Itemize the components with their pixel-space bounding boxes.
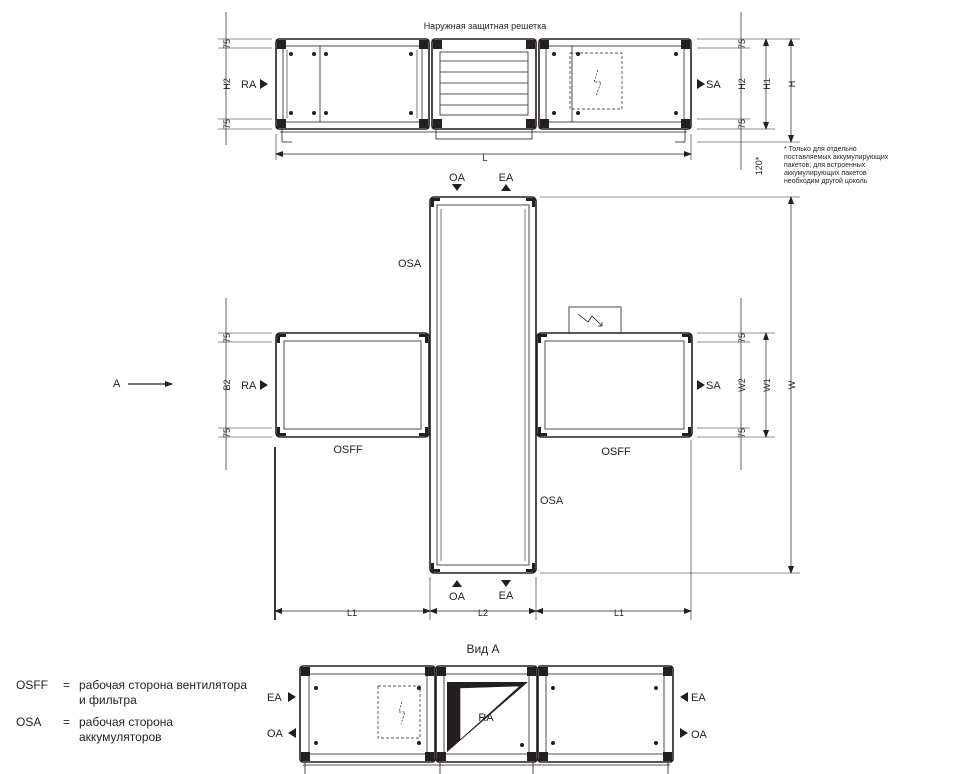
plan-top-oa-label: OA <box>449 172 466 184</box>
plan-top-ea-arrow-icon <box>501 184 511 191</box>
top-dim-h1: H1 <box>762 78 772 90</box>
plan-view-a-label: A <box>113 378 121 390</box>
view-a-oa-arrow-right-icon <box>680 728 688 738</box>
plan-right-module <box>536 332 693 438</box>
plan-central-module <box>429 196 537 574</box>
footnote-line-2: поставляемых аккумулирующих <box>784 154 889 161</box>
plan-right-dim-75b: 75 <box>737 428 747 438</box>
view-a-left-module <box>299 665 436 763</box>
legend-eq-osff: = <box>63 678 70 692</box>
plan-dim-w1: W1 <box>762 378 772 392</box>
plan-osa-label-top: OSA <box>398 258 422 270</box>
top-dim-120: 120* <box>754 156 764 175</box>
top-left-dim-75b: 75 <box>222 119 232 129</box>
plan-osff-label-right: OSFF <box>601 446 631 458</box>
view-a-oa-arrow-left-icon <box>288 728 296 738</box>
view-a-title: Вид A <box>466 642 499 656</box>
legend-desc-osff-line2: и фильтра <box>79 693 137 707</box>
top-dim-h: H <box>787 81 797 88</box>
grille-label: Наружная защитная решетка <box>424 21 547 31</box>
top-left-dim-75a: 75 <box>222 39 232 49</box>
legend-eq-osa: = <box>63 715 70 729</box>
top-ra-arrow-icon <box>260 79 268 89</box>
plan-left-module <box>275 332 430 438</box>
view-a-ra-label: RA <box>478 712 494 724</box>
plan-bottom-oa-label: OA <box>449 591 466 603</box>
view-a-middle-module <box>435 665 538 763</box>
plan-left-dim-75a: 75 <box>222 333 232 343</box>
legend-desc-osff-line1: рабочая сторона вентилятора <box>79 678 247 692</box>
view-a-oa-label-left: OA <box>267 728 284 740</box>
view-a-ea-label-right: EA <box>691 692 706 704</box>
top-side-view: Наружная защитная решетка <box>218 12 889 185</box>
top-left-dim-h2: H2 <box>222 78 232 90</box>
top-ra-label: RA <box>241 79 257 91</box>
plan-dim-l2: L2 <box>478 608 488 618</box>
plan-osa-label-bottom: OSA <box>540 495 564 507</box>
plan-bottom-ea-arrow-icon <box>501 580 511 587</box>
legend-desc-osa-line2: аккумуляторов <box>79 730 162 744</box>
plan-right-dim-75a: 75 <box>737 333 747 343</box>
plan-bottom-ea-label: EA <box>499 590 514 602</box>
top-dim-l: L <box>482 153 487 163</box>
view-a-right-module <box>537 665 674 763</box>
footnote-line-1: * Только для отдельно <box>784 146 857 153</box>
footnote-line-5: необходим другой цоколь <box>784 177 868 185</box>
plan-electrical-box <box>568 306 622 334</box>
legend-abbr-osa: OSA <box>16 715 41 729</box>
legend-desc-osa-line1: рабочая сторона <box>79 715 173 729</box>
top-right-dim-75a: 75 <box>737 39 747 49</box>
top-right-dim-h2: H2 <box>737 78 747 90</box>
top-left-module <box>275 38 430 130</box>
plan-sa-label: SA <box>706 380 721 392</box>
view-a-oa-label-right: OA <box>691 729 708 741</box>
top-sa-label: SA <box>706 79 721 91</box>
view-a: Вид A RA EA OA <box>267 642 708 774</box>
plan-top-oa-arrow-icon <box>452 184 462 191</box>
plan-ra-label: RA <box>241 380 257 392</box>
plan-sa-arrow-icon <box>697 380 705 390</box>
plan-left-dim-b2: B2 <box>222 379 232 390</box>
plan-view: OA EA OSA OSA OSFF OSFF RA <box>113 172 800 620</box>
plan-dim-l1-right: L1 <box>614 608 624 618</box>
top-right-module <box>538 38 692 130</box>
view-a-ea-label-left: EA <box>267 692 282 704</box>
plan-osff-label-left: OSFF <box>333 444 363 456</box>
footnote-line-3: пакетов; для встроенных <box>784 162 866 169</box>
footnote-line-4: аккумулирующих пакетов <box>784 170 867 177</box>
top-right-dim-75b: 75 <box>737 119 747 129</box>
plan-right-dim-w2: W2 <box>737 378 747 392</box>
plan-dim-l1-left: L1 <box>347 608 357 618</box>
legend-abbr-osff: OSFF <box>16 678 48 692</box>
plan-dim-w: W <box>787 380 797 389</box>
top-grille-module <box>431 38 537 130</box>
plan-left-dim-75b: 75 <box>222 428 232 438</box>
legend: OSFF = рабочая сторона вентилятора и фил… <box>16 678 247 744</box>
view-a-ea-arrow-right-icon <box>680 692 688 702</box>
plan-top-ea-label: EA <box>499 172 514 184</box>
plan-bottom-oa-arrow-icon <box>452 580 462 587</box>
top-sa-arrow-icon <box>697 79 705 89</box>
view-a-ea-arrow-left-icon <box>288 692 296 702</box>
plan-ra-arrow-icon <box>260 380 268 390</box>
